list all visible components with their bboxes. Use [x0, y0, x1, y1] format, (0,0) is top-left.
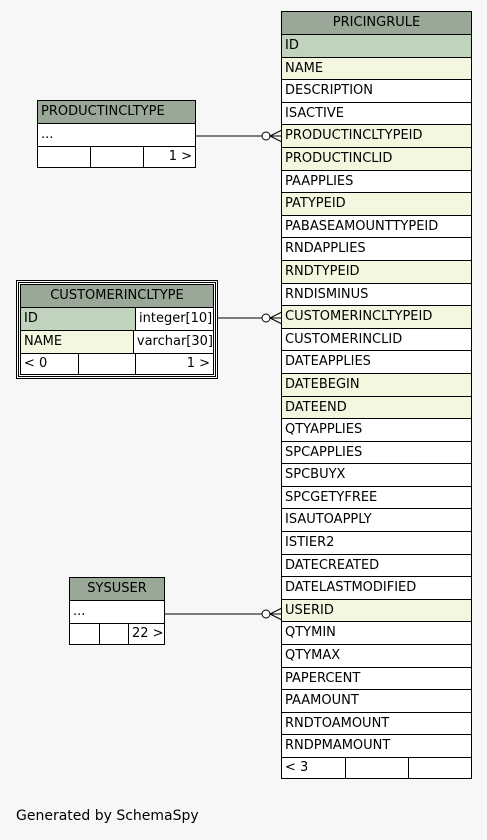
column-name: NAME: [21, 331, 134, 353]
footer-blank: [91, 147, 144, 167]
table-title: PRODUCTINCLTYPE: [38, 101, 195, 124]
column-type: varchar[30]: [133, 331, 213, 353]
footer-children: 1 >: [186, 356, 210, 371]
column-userid: USERID: [282, 599, 471, 623]
column-customerincltypeid: CUSTOMERINCLTYPEID: [282, 306, 471, 329]
link-sysuser-crowfoot: [269, 607, 283, 621]
column-customerinclid: CUSTOMERINCLID: [282, 329, 471, 352]
footer-children: 22 >: [132, 626, 164, 641]
table-footer: 1 >: [38, 147, 195, 167]
column-rndtypeid: RNDTYPEID: [282, 260, 471, 284]
column-name: NAME: [282, 57, 471, 81]
column-qtyapplies: QTYAPPLIES: [282, 419, 471, 442]
column-datecreated: DATECREATED: [282, 555, 471, 578]
column-name: ID: [21, 308, 136, 330]
column-dateend: DATEEND: [282, 396, 471, 420]
column-isactive: ISACTIVE: [282, 103, 471, 126]
column-rndapplies: RNDAPPLIES: [282, 238, 471, 261]
table-footer: < 0 1 >: [21, 354, 213, 374]
link-productincltype-optional-marker: [261, 131, 271, 141]
column-qtymin: QTYMIN: [282, 622, 471, 646]
generated-by-label: Generated by SchemaSpy: [16, 808, 199, 824]
column-spcgetyfree: SPCGETYFREE: [282, 487, 471, 510]
column-paapplies: PAAPPLIES: [282, 171, 471, 194]
column-dateapplies: DATEAPPLIES: [282, 351, 471, 374]
table-customerincltype[interactable]: CUSTOMERINCLTYPE ID integer[10] NAME var…: [16, 280, 218, 379]
column-qtymax: QTYMAX: [282, 645, 471, 668]
footer-blank: [346, 758, 409, 778]
column-istier2: ISTIER2: [282, 532, 471, 555]
column-rndpmamount: RNDPMAMOUNT: [282, 735, 471, 758]
column-papercent: PAPERCENT: [282, 668, 471, 691]
table-footer: 22 >: [70, 624, 164, 644]
link-productincltype-crowfoot: [269, 129, 283, 143]
column-rndtoamount: RNDTOAMOUNT: [282, 713, 471, 736]
footer-parents: [70, 624, 100, 644]
column-spcapplies: SPCAPPLIES: [282, 442, 471, 465]
table-title: SYSUSER: [70, 578, 164, 601]
column-paamount: PAAMOUNT: [282, 690, 471, 713]
footer-blank: [100, 624, 129, 644]
column-datebegin: DATEBEGIN: [282, 373, 471, 397]
link-sysuser-optional-marker: [261, 609, 271, 619]
column-description: DESCRIPTION: [282, 80, 471, 103]
column-type: integer[10]: [136, 308, 213, 330]
footer-children: [409, 758, 471, 778]
column-rndisminus: RNDISMINUS: [282, 284, 471, 307]
table-sysuser[interactable]: SYSUSER ... 22 >: [69, 577, 165, 645]
column-row-name: NAME varchar[30]: [21, 331, 213, 354]
column-isautoapply: ISAUTOAPPLY: [282, 509, 471, 533]
column-productincltypeid: PRODUCTINCLTYPEID: [282, 125, 471, 148]
column-pabaseamounttypeid: PABASEAMOUNTTYPEID: [282, 216, 471, 239]
column-id: ID: [282, 35, 471, 58]
footer-parents: < 0: [21, 354, 79, 374]
table-footer: < 3: [282, 758, 471, 778]
column-productinclid: PRODUCTINCLID: [282, 147, 471, 171]
column-row-id: ID integer[10]: [21, 308, 213, 331]
table-productincltype[interactable]: PRODUCTINCLTYPE ... 1 >: [37, 100, 196, 168]
columns-ellipsis: ...: [38, 124, 195, 147]
footer-children: 1 >: [168, 149, 192, 164]
table-title: CUSTOMERINCLTYPE: [21, 285, 213, 308]
link-customerincltype-optional-marker: [261, 313, 271, 323]
table-title: PRICINGRULE: [282, 12, 471, 35]
column-spcbuyx: SPCBUYX: [282, 464, 471, 487]
columns-ellipsis: ...: [70, 601, 164, 624]
footer-blank: [79, 354, 136, 374]
link-customerincltype-crowfoot: [269, 311, 283, 325]
footer-parents: [38, 147, 91, 167]
footer-parents: < 3: [282, 758, 346, 778]
column-datelastmodified: DATELASTMODIFIED: [282, 577, 471, 600]
column-patypeid: PATYPEID: [282, 193, 471, 216]
